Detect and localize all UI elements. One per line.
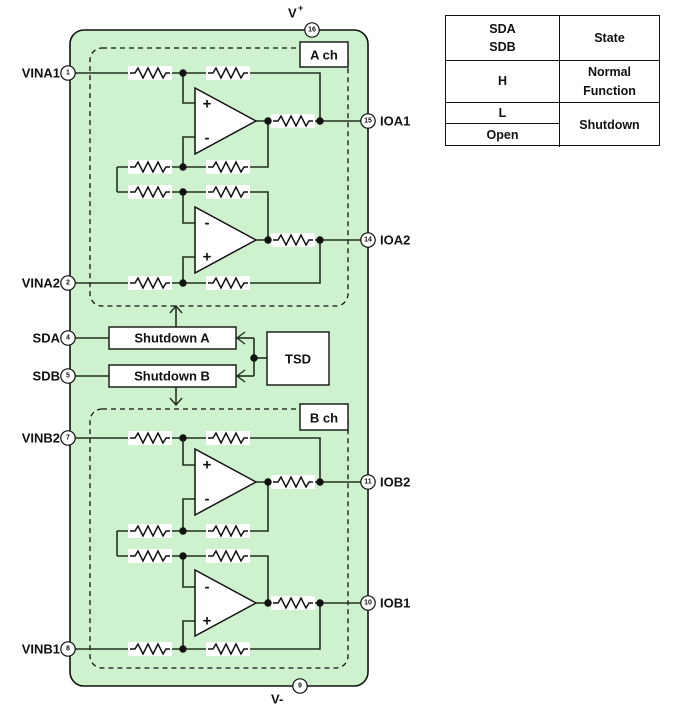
resistor [127, 275, 173, 291]
resistor [127, 65, 173, 81]
channel-b-boundary [89, 408, 349, 669]
resistor [127, 641, 173, 657]
svg-text:10: 10 [364, 600, 372, 607]
pin-iob2: 11 [360, 474, 376, 490]
opamp-a1: + - [194, 86, 258, 156]
resistor [205, 430, 251, 446]
opamp-b1-noninverting-input: + [203, 613, 212, 630]
truth-table-state-shutdown: Shutdown [579, 117, 640, 132]
label-ioa1: IOA1 [380, 114, 410, 129]
svg-text:14: 14 [364, 237, 372, 244]
svg-text:2: 2 [66, 280, 70, 287]
resistor [270, 113, 316, 129]
opamp-a1-inverting-input: - [205, 130, 210, 147]
pin-vplus: 16 [304, 22, 320, 38]
pin-vinb1: 8 [60, 641, 76, 657]
svg-text:1: 1 [66, 70, 70, 77]
truth-table-state-normal: Normal Function [560, 61, 659, 103]
svg-text:16: 16 [308, 27, 316, 34]
resistor [127, 548, 173, 564]
resistor [205, 159, 251, 175]
pin-sdb: 5 [60, 368, 76, 384]
arrowhead-down-icon [169, 397, 183, 407]
opamp-b1-inverting-input: - [205, 579, 210, 596]
channel-b-tag: B ch [299, 403, 349, 431]
resistor [205, 548, 251, 564]
truth-table-input-h: H [446, 61, 560, 103]
arrowhead-into-shutdown-b-icon [235, 369, 246, 383]
resistor [270, 595, 316, 611]
resistor [127, 184, 173, 200]
shutdown-truth-table: SDA SDB State H Normal Function L Shutdo… [445, 15, 660, 147]
tsd-block: TSD [266, 331, 330, 386]
resistor [205, 641, 251, 657]
channel-a-boundary [89, 47, 349, 307]
truth-table-header-signals: SDA SDB [446, 16, 560, 61]
pin-vina1: 1 [60, 65, 76, 81]
opamp-a1-noninverting-input: + [203, 96, 212, 113]
label-iob2: IOB2 [380, 475, 410, 490]
label-sda: SDA [33, 331, 61, 346]
opamp-b1: - + [194, 568, 258, 638]
svg-text:9: 9 [298, 683, 302, 690]
opamp-b2-noninverting-input: + [203, 457, 212, 474]
resistor [270, 232, 316, 248]
arrowhead-up-icon [169, 304, 183, 314]
pin-sda: 4 [60, 330, 76, 346]
resistor [205, 275, 251, 291]
svg-text:B ch: B ch [310, 411, 338, 426]
pin-ioa1: 15 [360, 113, 376, 129]
truth-table-input-open: Open [446, 124, 560, 147]
label-vinb2: VINB2 [22, 431, 60, 446]
pin-ioa2: 14 [360, 232, 376, 248]
pin-vina2: 2 [60, 275, 76, 291]
header-signal-sdb: SDB [489, 40, 516, 54]
svg-text:15: 15 [364, 118, 372, 125]
header-signal-sda: SDA [489, 21, 516, 36]
arrowhead-into-shutdown-a-icon [235, 331, 246, 345]
svg-text:11: 11 [364, 479, 372, 486]
shutdown-a-block: Shutdown A [108, 326, 237, 350]
resistor [127, 523, 173, 539]
opamp-a2-noninverting-input: + [203, 249, 212, 266]
svg-text:Shutdown B: Shutdown B [134, 369, 210, 384]
truth-table-input-l: L [446, 103, 560, 124]
opamp-a2: - + [194, 205, 258, 275]
svg-text:V: V [288, 6, 297, 21]
resistor [127, 159, 173, 175]
channel-a-tag: A ch [299, 41, 349, 68]
svg-text:TSD: TSD [285, 352, 311, 367]
pin-vinb2: 7 [60, 430, 76, 446]
resistor [205, 65, 251, 81]
label-vminus: V- [271, 692, 283, 707]
svg-text:A ch: A ch [310, 48, 338, 63]
opamp-b2: + - [194, 447, 258, 517]
shutdown-b-block: Shutdown B [108, 364, 237, 388]
pin-iob1: 10 [360, 595, 376, 611]
svg-text:8: 8 [66, 646, 70, 653]
label-iob1: IOB1 [380, 596, 410, 611]
svg-text:4: 4 [66, 335, 70, 342]
label-vplus: V + [288, 3, 303, 21]
opamp-a2-inverting-input: - [205, 215, 210, 232]
vplus-superscript: + [298, 3, 303, 13]
label-vina1: VINA1 [22, 66, 60, 81]
opamp-b2-inverting-input: - [205, 491, 210, 508]
label-vinb1: VINB1 [22, 642, 60, 657]
label-ioa2: IOA2 [380, 233, 410, 248]
resistor [270, 474, 316, 490]
pin-vminus: 9 [292, 678, 308, 694]
svg-text:Shutdown A: Shutdown A [134, 331, 210, 346]
label-vina2: VINA2 [22, 276, 60, 291]
resistor [127, 430, 173, 446]
resistor [205, 184, 251, 200]
resistor [205, 523, 251, 539]
svg-text:7: 7 [66, 435, 70, 442]
label-sdb: SDB [33, 369, 60, 384]
svg-text:5: 5 [66, 373, 70, 380]
truth-table-header-state: State [560, 16, 659, 61]
junction-dots [179, 69, 324, 653]
